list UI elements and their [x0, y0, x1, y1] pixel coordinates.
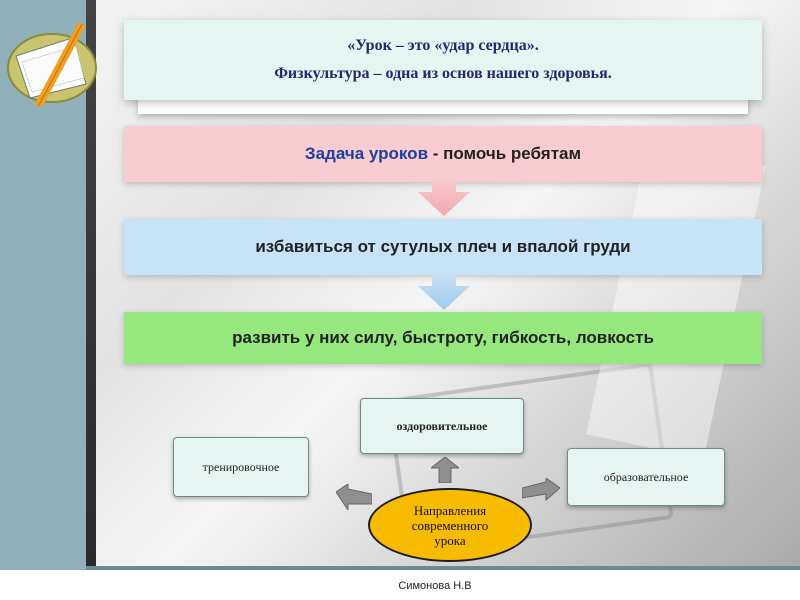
quote-title: «Урок – это «удар сердца». Физкультура –…	[124, 20, 762, 100]
step-develop: развить у них силу, быстроту, гибкость, …	[124, 312, 762, 364]
quote-line-1: «Урок – это «удар сердца».	[347, 32, 539, 60]
quote-line-2: Физкультура – одна из основ нашего здоро…	[274, 60, 612, 88]
task-box: Задача уроков - помочь ребятам	[124, 126, 762, 182]
step-develop-text: развить у них силу, быстроту, гибкость, …	[232, 328, 654, 348]
direction-training: тренировочное	[173, 437, 309, 497]
center-line-3: урока	[434, 533, 465, 548]
task-accent-text: Задача уроков	[305, 144, 428, 164]
center-directions-ellipse: Направления современного урока	[368, 488, 532, 562]
step-slouch: избавиться от сутулых плеч и впалой груд…	[124, 219, 762, 275]
arrow-right-icon	[522, 478, 560, 502]
arrow-left-icon	[336, 484, 372, 510]
direction-health: оздоровительное	[360, 398, 524, 454]
task-rest-text: - помочь ребятам	[428, 144, 581, 164]
arrow-down-icon	[418, 180, 470, 216]
direction-health-text: оздоровительное	[397, 419, 488, 434]
background-decoration	[586, 141, 766, 459]
footer-author: Симонова Н.В	[0, 580, 800, 592]
direction-training-text: тренировочное	[203, 460, 280, 475]
step-slouch-text: избавиться от сутулых плеч и впалой груд…	[255, 237, 630, 257]
arrow-up-icon	[431, 457, 459, 483]
pencil-paper-icon	[2, 18, 106, 106]
direction-educational: образовательное	[567, 448, 725, 506]
arrow-down-icon	[418, 274, 470, 310]
footer-divider	[86, 566, 800, 570]
direction-educational-text: образовательное	[604, 470, 689, 485]
center-line-1: Направления	[414, 503, 486, 518]
center-line-2: современного	[412, 518, 489, 533]
